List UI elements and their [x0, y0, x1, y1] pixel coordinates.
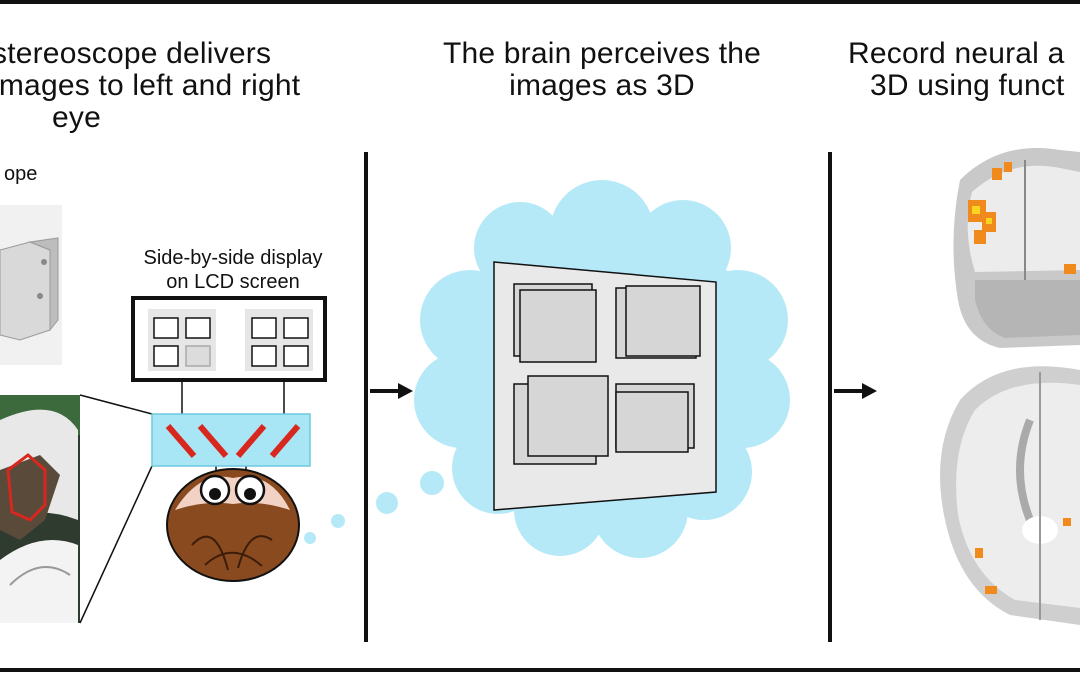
bottom-border: [0, 668, 1080, 672]
display-label: Side-by-side display on LCD screen: [120, 246, 346, 294]
panel1-heading-line3: eye: [52, 101, 101, 134]
thought-bubble-dots: [304, 471, 444, 544]
zoom-line-bottom: [79, 465, 153, 624]
stereoscope-device-image: [0, 205, 62, 365]
panel1-heading-line1: stereoscope delivers: [0, 37, 272, 70]
panel2-heading-line2: images as 3D: [509, 69, 695, 102]
display-label-line2: on LCD screen: [166, 271, 300, 293]
brain-scan-coronal: [953, 148, 1080, 348]
display-label-line1: Side-by-side display: [143, 247, 323, 269]
arrow-panel1-to-panel2: [370, 383, 413, 399]
mirror-box: [151, 413, 311, 467]
arrow-panel2-to-panel3: [834, 383, 877, 399]
stereoscope-partial-label: ope: [4, 163, 38, 185]
brain-scan-axial: [940, 366, 1080, 625]
panel2-heading: The brain perceives the images as 3D: [422, 38, 782, 102]
zoom-line-top: [79, 394, 153, 415]
scanner-photo: [0, 395, 80, 623]
divider-left: [364, 152, 368, 642]
lcd-screen: [131, 296, 327, 382]
top-border: [0, 0, 1080, 4]
panel3-heading-line1: Record neural a: [848, 38, 1065, 70]
panel2-heading-line1: The brain perceives the: [442, 37, 762, 70]
panel1-heading: stereoscope delivers images to left and …: [0, 38, 350, 134]
panel3-heading-line2: 3D using funct: [870, 69, 1065, 102]
perceived-3d-panel: [493, 261, 717, 511]
panel1-heading-line2: images to left and right: [0, 69, 301, 102]
divider-right: [828, 152, 832, 642]
observer-head-icon: [166, 468, 300, 582]
panel3-heading: Record neural a 3D using funct: [848, 38, 1080, 102]
